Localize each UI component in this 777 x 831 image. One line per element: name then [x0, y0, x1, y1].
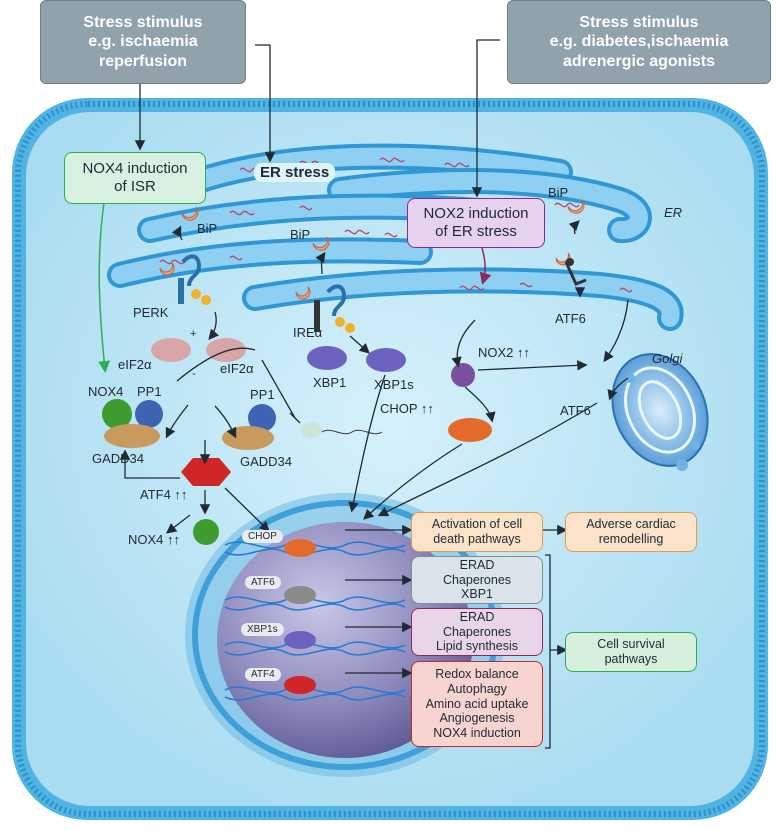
bip-icon	[159, 199, 585, 300]
eif2a-label-2: eIF2α	[220, 361, 254, 376]
bip-label-1: BiP	[197, 221, 218, 236]
atf6-receptor	[564, 258, 587, 286]
atf6-golgi-label: ATF6	[560, 403, 591, 418]
minus-sign: -	[192, 368, 196, 380]
pp1-label-a: PP1	[137, 384, 162, 399]
golgi-label: Golgi	[652, 351, 683, 366]
cell-death-line-2: death pathways	[433, 532, 521, 546]
cell-survival-box: Cell survival pathways	[565, 632, 697, 672]
bip-label-2: BiP	[290, 227, 311, 242]
nox4-isr-line-1: NOX4 induction	[82, 160, 188, 178]
gene-tag-chop: CHOP	[242, 530, 283, 543]
transcription-factors	[284, 539, 316, 694]
xbp1s-target-1: ERAD	[459, 609, 495, 624]
atf6-target-2: Chaperones	[442, 572, 512, 587]
bip-label-3: BiP	[548, 185, 569, 200]
xbp1s-target-3: Lipid synthesis	[436, 639, 518, 654]
gene-tag-xbp1s: XBP1s	[241, 623, 284, 636]
atf4-target-4: Angiogenesis	[439, 711, 515, 726]
nox2-er-stress-box: NOX2 induction of ER stress	[407, 198, 545, 248]
atf4-target-2: Autophagy	[447, 681, 507, 696]
xbp1s-targets-box: ERAD Chaperones Lipid synthesis	[411, 608, 543, 656]
nox2-box-line-2: of ER stress	[435, 223, 517, 240]
stimulus-right-line-1: Stress stimulus	[579, 13, 699, 31]
er-stress-label: ER stress	[254, 163, 336, 183]
remodelling-line-1: Adverse cardiac	[586, 517, 676, 532]
endoplasmic-reticulum	[107, 143, 684, 331]
atf6-top-label: ATF6	[555, 311, 586, 326]
stimulus-left-line-1: Stress stimulus	[83, 13, 203, 31]
nox4-up-label: NOX4 ↑↑	[128, 532, 181, 547]
remodelling-line-2: remodelling	[598, 532, 664, 546]
gene-tag-atf6: ATF6	[245, 576, 281, 589]
stimulus-left-line-2: e.g. ischaemia	[88, 33, 198, 51]
xbp1s-target-2: Chaperones	[442, 624, 512, 639]
atf4-label: ATF4 ↑↑	[140, 487, 188, 502]
atf4-targets-box: Redox balance Autophagy Amino acid uptak…	[411, 661, 543, 747]
xbp1s-label: XBP1s	[374, 377, 414, 392]
er-label: ER	[664, 205, 683, 220]
pp1-label-b: PP1	[250, 387, 275, 402]
gene-tag-atf4: ATF4	[245, 668, 281, 681]
golgi-apparatus	[611, 353, 709, 471]
remodelling-box: Adverse cardiac remodelling	[565, 512, 697, 552]
perk-receptor	[178, 254, 211, 305]
atf4-target-5: NOX4 induction	[433, 726, 521, 741]
dna-strands	[224, 541, 406, 701]
stimulus-diabetes-box: Stress stimulus e.g. diabetes,ischaemia …	[507, 0, 771, 84]
cell-death-line-1: Activation of cell	[431, 517, 523, 532]
nox2-box-line-1: NOX2 induction	[423, 205, 529, 223]
nox4-isr-box: NOX4 induction of ISR	[64, 152, 206, 204]
chop-label: CHOP ↑↑	[380, 401, 434, 416]
perk-label: PERK	[133, 305, 169, 320]
nox2-er-arrow	[479, 247, 492, 285]
stimulus-right-line-2: e.g. diabetes,ischaemia	[549, 33, 729, 51]
nox4-isr-line-2: of ISR	[114, 178, 156, 195]
gadd34-label-b: GADD34	[240, 454, 293, 469]
stimulus-left-line-3: reperfusion	[98, 52, 187, 70]
cell-death-box: Activation of cell death pathways	[411, 512, 543, 552]
pathway-arrows	[119, 39, 629, 749]
plus-sign: +	[190, 328, 197, 340]
ire-alpha-receptor	[314, 284, 355, 333]
survival-line-2: pathways	[604, 652, 658, 666]
atf4-target-1: Redox balance	[435, 667, 519, 682]
atf4-target-3: Amino acid uptake	[425, 696, 529, 711]
survival-line-1: Cell survival	[597, 637, 665, 652]
unfolded-proteins	[159, 157, 633, 293]
nox4-label-a: NOX4	[88, 384, 124, 399]
nox4-isr-arrow	[98, 195, 111, 373]
atf6-targets-box: ERAD Chaperones XBP1	[411, 556, 543, 604]
stimulus-ischaemia-box: Stress stimulus e.g. ischaemia reperfusi…	[40, 0, 246, 84]
nox2-label: NOX2 ↑↑	[478, 345, 531, 360]
ire-alpha-label: IREα	[293, 325, 323, 340]
atf6-target-3: XBP1	[461, 587, 493, 602]
atf6-target-1: ERAD	[459, 557, 495, 572]
xbp1-label: XBP1	[313, 375, 347, 390]
stimulus-right-line-3: adrenergic agonists	[562, 52, 716, 70]
eif2a-label-1: eIF2α	[118, 357, 152, 372]
gadd34-label-a: GADD34	[92, 451, 145, 466]
